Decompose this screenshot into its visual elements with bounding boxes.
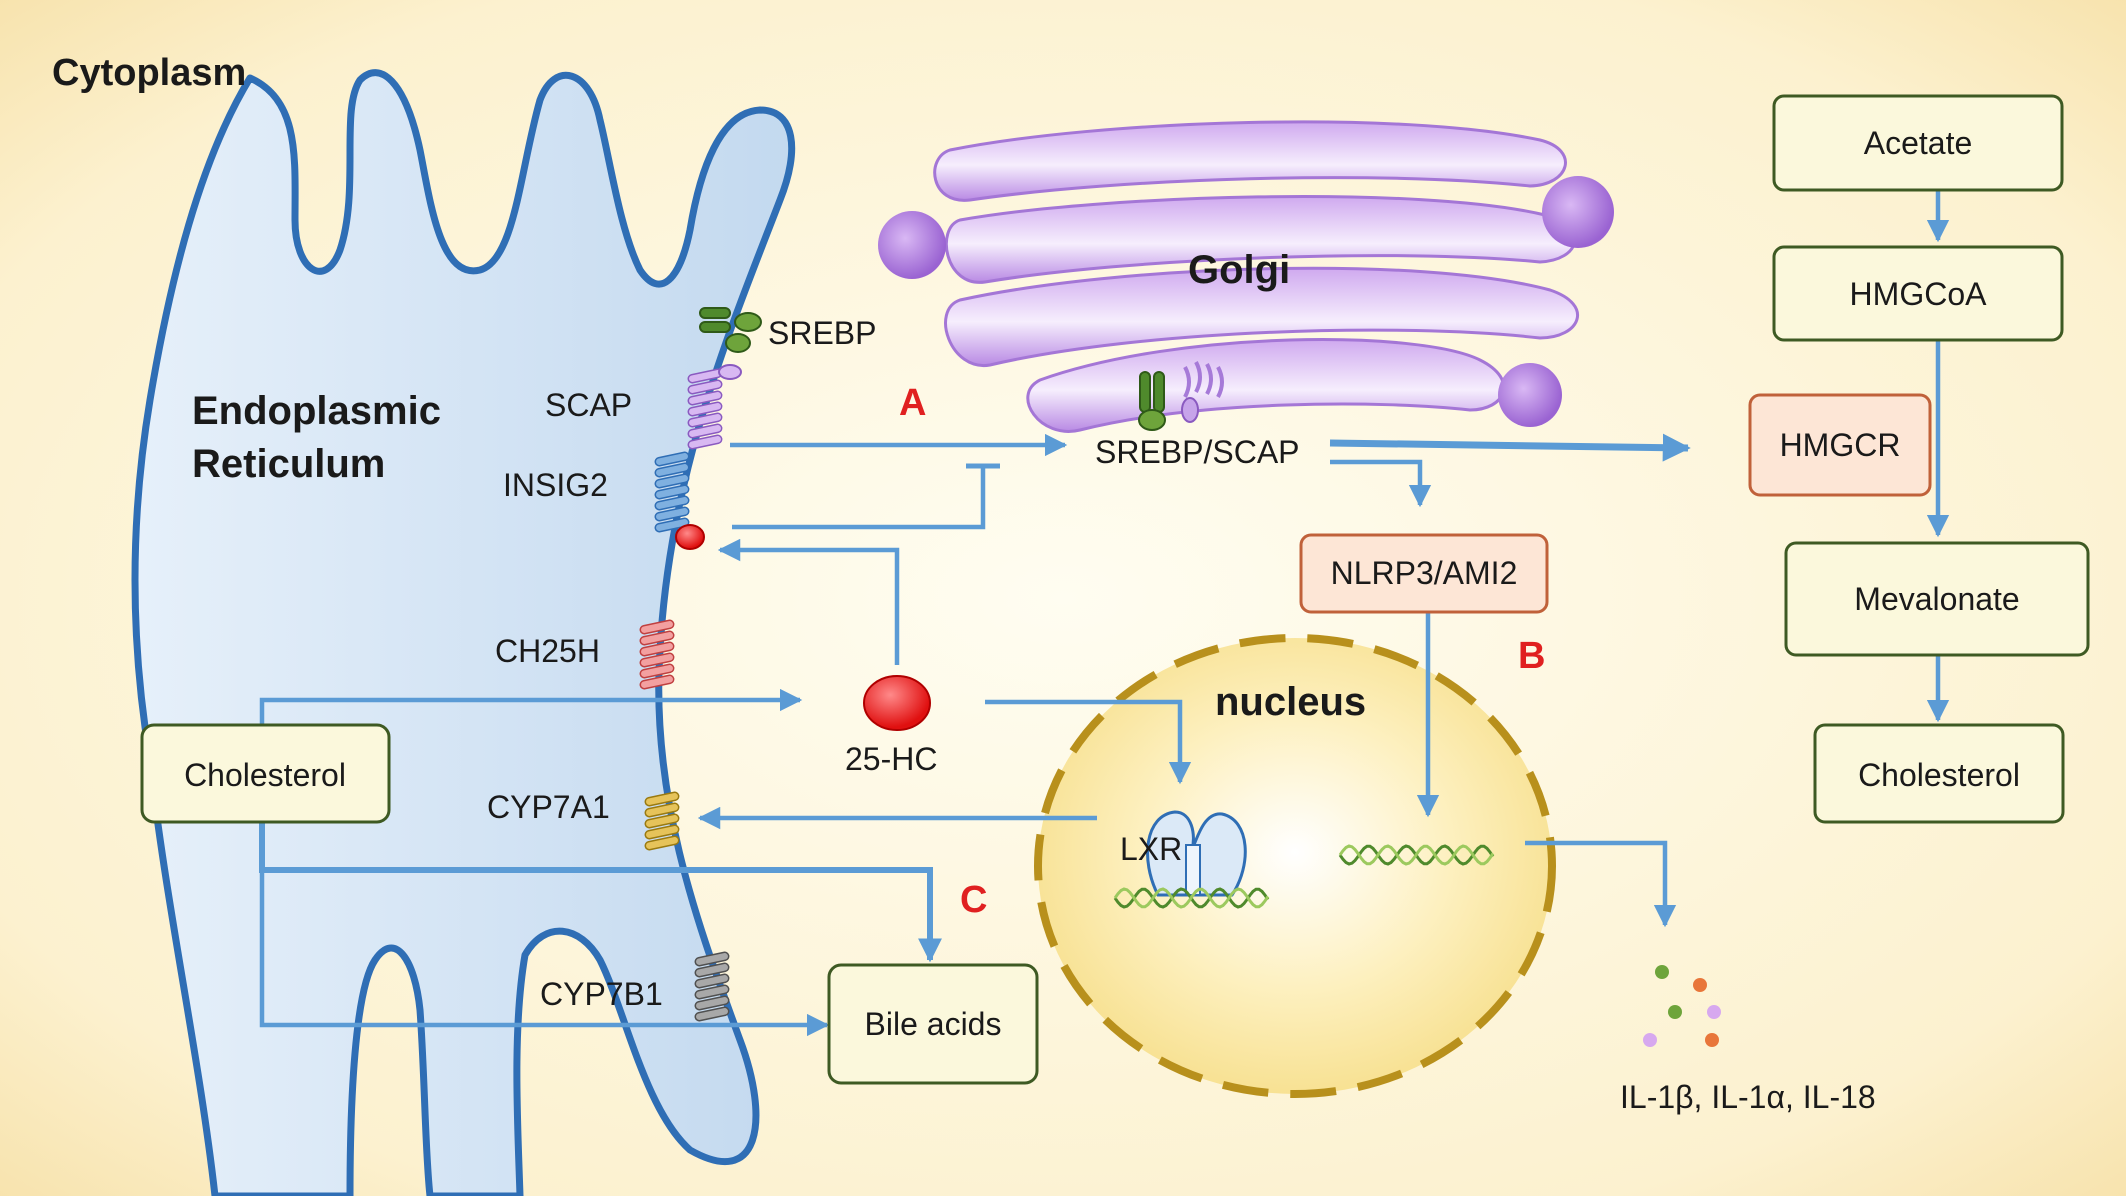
insig2-label: INSIG2 <box>503 467 608 503</box>
arrow-srebp-scap-to-pathway <box>1329 433 1691 462</box>
bile-acids-text: Bile acids <box>865 1006 1002 1042</box>
nlrp3-box <box>1299 533 1549 614</box>
arrow-dna-to-cytokines <box>1525 840 1677 928</box>
bile-acids-box <box>827 963 1039 1085</box>
srebp-label: SREBP <box>768 315 876 351</box>
scap-protein-icon <box>687 368 723 450</box>
cytokine-particles <box>1643 965 1721 1047</box>
cholesterol-right-text: Cholesterol <box>1858 757 2020 793</box>
connection-arrows <box>259 190 1950 1037</box>
arrow-srebp-to-nlrp3 <box>1330 459 1432 508</box>
cyp7b1-label: CYP7B1 <box>540 976 663 1012</box>
insig2-protein-icon <box>654 451 690 533</box>
cytoplasm-label: Cytoplasm <box>52 52 246 94</box>
cyp7a1-label: CYP7A1 <box>487 789 610 825</box>
arrow-25hc-to-insig2 <box>717 538 900 665</box>
25hc-label: 25-HC <box>845 741 937 777</box>
hmgcoa-box <box>1772 245 2064 342</box>
srebp-scap-complex-icon <box>1138 361 1224 431</box>
labels: Cytoplasm Endoplasmic Reticulum Golgi nu… <box>52 52 2020 1115</box>
25hc-molecule <box>863 675 931 731</box>
pathway-label-b: B <box>1518 635 1545 677</box>
scap-label: SCAP <box>545 387 632 423</box>
dna-helix-nlrp3 <box>1338 844 1495 866</box>
hmgcr-text: HMGCR <box>1780 427 1901 463</box>
nucleus-label: nucleus <box>1215 680 1366 724</box>
ch25h-label: CH25H <box>495 633 600 669</box>
pathway-label-a: A <box>899 382 926 424</box>
golgi-label: Golgi <box>1188 248 1290 292</box>
hmgcoa-text: HMGCoA <box>1850 276 1988 312</box>
cyp7a1-protein-icon <box>644 791 680 851</box>
er-label-line1: Endoplasmic <box>192 389 441 433</box>
25hc-on-insig2 <box>675 524 705 550</box>
arrow-25hc-to-lxr <box>985 699 1192 785</box>
acetate-box <box>1772 94 2064 192</box>
cholesterol-left-text: Cholesterol <box>184 757 346 793</box>
dna-helix-lxr <box>1113 887 1270 909</box>
cytokines-label: IL-1β, IL-1α, IL-18 <box>1620 1079 1876 1115</box>
hmgcr-box <box>1748 393 1932 497</box>
arrow-cholesterol-to-bile-acids <box>259 822 830 1037</box>
pathway-label-c: C <box>960 879 987 921</box>
cholesterol-right-box <box>1813 723 2065 824</box>
nlrp3-text: NLRP3/AMI2 <box>1331 555 1518 591</box>
nucleus <box>1034 634 1556 1098</box>
inhibition-25hc-to-transport <box>732 466 986 530</box>
srebp-scap-label: SREBP/SCAP <box>1095 434 1300 470</box>
cholesterol-left-box <box>140 723 391 824</box>
flow-boxes <box>140 94 2090 1085</box>
er-label-line2: Reticulum <box>192 442 385 486</box>
mevalonate-text: Mevalonate <box>1854 581 2019 617</box>
membrane-proteins <box>639 307 762 1022</box>
cyp7b1-protein-icon <box>694 951 730 1022</box>
mevalonate-box <box>1784 541 2090 657</box>
lxr-label: LXR <box>1120 831 1182 867</box>
acetate-text: Acetate <box>1864 125 1973 161</box>
arrow-cholesterol-to-25hc <box>259 688 803 725</box>
srebp-protein-icon <box>699 307 762 380</box>
ch25h-protein-icon <box>639 619 675 690</box>
